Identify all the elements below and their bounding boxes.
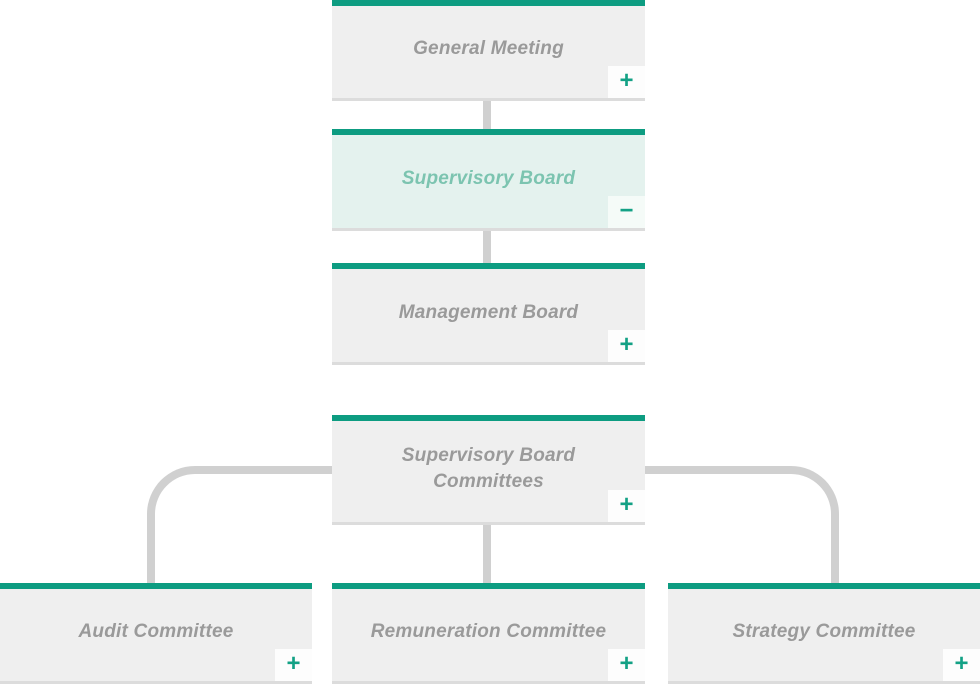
- node-supervisory-board[interactable]: Supervisory Board −: [332, 129, 645, 231]
- node-remuneration-committee-label: Remuneration Committee: [370, 621, 607, 642]
- connector-general-meeting-to-supervisory-board: [483, 96, 491, 134]
- expand-button-general-meeting[interactable]: +: [608, 66, 645, 98]
- expand-button-management-board[interactable]: +: [608, 330, 645, 362]
- node-audit-committee[interactable]: Audit Committee +: [0, 583, 312, 684]
- node-audit-committee-label: Audit Committee: [78, 621, 234, 642]
- connector-committees-to-audit: [147, 466, 340, 591]
- expand-button-audit-committee[interactable]: +: [275, 649, 312, 681]
- node-strategy-committee-label: Strategy Committee: [732, 621, 916, 642]
- node-general-meeting[interactable]: General Meeting +: [332, 0, 645, 101]
- node-general-meeting-label: General Meeting: [413, 38, 564, 59]
- node-remuneration-committee[interactable]: Remuneration Committee +: [332, 583, 645, 684]
- expand-button-remuneration-committee[interactable]: +: [608, 649, 645, 681]
- node-supervisory-board-committees[interactable]: Supervisory Board Committees +: [332, 415, 645, 525]
- connector-committees-to-remuneration: [483, 520, 491, 586]
- node-supervisory-board-committees-label: Supervisory Board Committees: [401, 444, 576, 492]
- expand-button-supervisory-board-committees[interactable]: +: [608, 490, 645, 522]
- node-supervisory-board-label: Supervisory Board: [401, 167, 576, 189]
- connector-supervisory-board-to-management-board: [483, 226, 491, 268]
- connector-committees-to-strategy: [645, 466, 839, 591]
- node-strategy-committee[interactable]: Strategy Committee +: [668, 583, 980, 684]
- node-management-board-label: Management Board: [398, 301, 579, 323]
- node-management-board[interactable]: Management Board +: [332, 263, 645, 365]
- expand-button-strategy-committee[interactable]: +: [943, 649, 980, 681]
- collapse-button-supervisory-board[interactable]: −: [608, 196, 645, 228]
